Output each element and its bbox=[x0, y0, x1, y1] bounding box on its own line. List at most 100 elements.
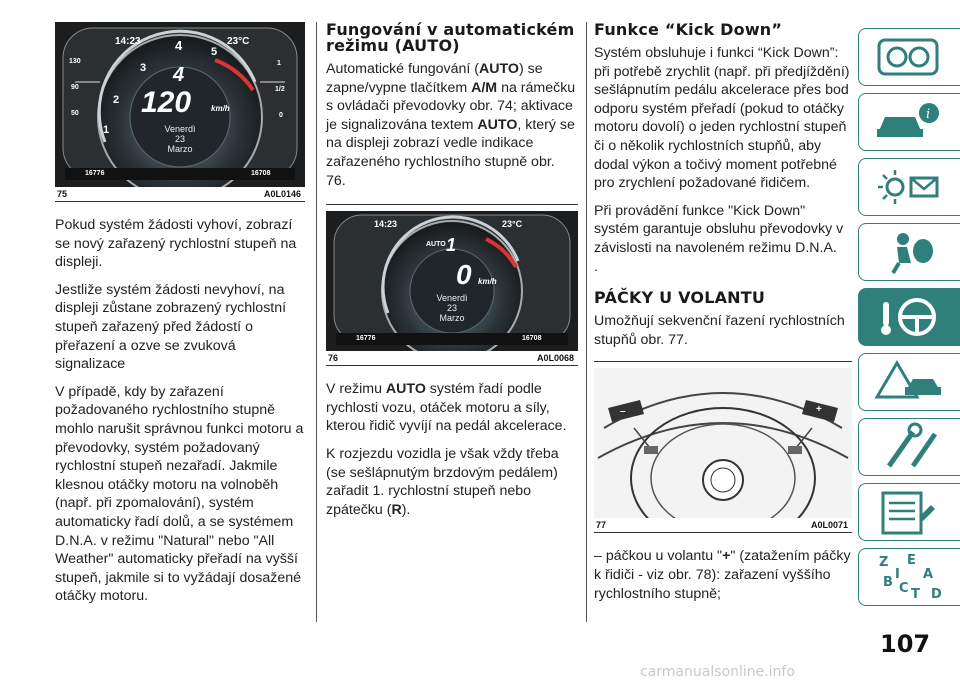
column-1-text: Pokud systém žádosti vyhoví, zobrazí se … bbox=[55, 216, 305, 606]
gear-indicator: 1 bbox=[446, 235, 457, 256]
paragraph: V případě, kdy by zařazení požadovaného … bbox=[55, 383, 304, 605]
svg-text:i: i bbox=[926, 107, 930, 122]
tab-dashboard[interactable] bbox=[858, 28, 960, 86]
index-letter: E bbox=[907, 553, 916, 568]
text: Automatické fungování ( bbox=[326, 61, 479, 77]
fuel-mark-0: 0 bbox=[279, 112, 283, 119]
minus-paddle-label: – bbox=[620, 406, 626, 418]
speed-unit: km/h bbox=[211, 104, 230, 113]
figure-number: 77 bbox=[596, 520, 607, 531]
odometer-right: 16708 bbox=[522, 335, 542, 343]
text-bold: AUTO bbox=[477, 116, 518, 133]
tach-mark-5: 5 bbox=[211, 46, 218, 58]
tab-emergency[interactable] bbox=[858, 353, 960, 411]
car-info-icon: i bbox=[877, 103, 939, 137]
steering-wheel-paddles-illustration bbox=[594, 368, 852, 519]
gauge-mark-50: 50 bbox=[71, 110, 79, 117]
gauge-mark-130: 130 bbox=[69, 58, 81, 65]
tach-mark-3: 3 bbox=[140, 62, 147, 74]
paragraph-kickdown-dna: Při provádění funkce "Kick Down" systém … bbox=[594, 202, 844, 256]
section-heading-paddles: PÁČKY U VOLANTU bbox=[594, 288, 766, 308]
speed-readout: 120 bbox=[141, 86, 192, 119]
clock-readout: 14:23 bbox=[115, 36, 141, 47]
tools-icon bbox=[886, 422, 938, 468]
tach-mark-4: 4 bbox=[175, 38, 183, 53]
dashboard-icon bbox=[877, 38, 939, 76]
watermark: carmanualsonline.info bbox=[640, 664, 795, 680]
speed-readout: 0 bbox=[456, 259, 472, 291]
instrument-cluster-auto-illustration bbox=[326, 211, 578, 352]
text-bold: + bbox=[722, 548, 731, 565]
figure-76-image: 14:23 23°C AUTO 1 0 km/h Venerdì 23 Marz… bbox=[326, 211, 578, 352]
text: " (zatažením páčky k řidiči - viz obr. 7… bbox=[594, 548, 851, 602]
figure-77-caption: 77 A0L0071 bbox=[594, 518, 852, 534]
figure-77-image: – + bbox=[594, 368, 852, 519]
tab-index[interactable]: Z E A B C T D I bbox=[858, 548, 960, 606]
date-month: Marzo bbox=[167, 144, 193, 154]
chapter-tabs: i bbox=[858, 28, 960, 613]
tab-warning-lights[interactable] bbox=[858, 158, 960, 216]
text: ). bbox=[401, 501, 411, 518]
tab-steering[interactable] bbox=[858, 288, 960, 346]
date-number: 23 bbox=[174, 134, 185, 144]
index-letter: T bbox=[911, 587, 920, 602]
tach-mark-1: 1 bbox=[103, 124, 110, 136]
instrument-cluster-illustration bbox=[55, 22, 305, 187]
date-day: Venerdì bbox=[436, 293, 468, 304]
paragraph: Pokud systém žádosti vyhoví, zobrazí se … bbox=[55, 217, 297, 271]
tab-airbag[interactable] bbox=[858, 223, 960, 281]
figure-77: – + 77 A0L0071 bbox=[594, 361, 852, 534]
odometer-left: 16776 bbox=[356, 335, 376, 343]
column-3: Funkce “Kick Down” Systém obsluhuje i fu… bbox=[594, 0, 852, 612]
text: systém řadí podle rychlosti vozu, otáček… bbox=[326, 381, 567, 435]
gauge-mark-90: 90 bbox=[71, 84, 79, 91]
figure-number: 75 bbox=[57, 189, 68, 199]
clock-readout: 14:23 bbox=[374, 219, 398, 230]
date-number: 23 bbox=[446, 303, 457, 314]
index-letter: D bbox=[931, 587, 942, 602]
odometer-right: 16708 bbox=[251, 170, 271, 177]
car-warning-icon bbox=[874, 360, 941, 399]
date-day: Venerdì bbox=[164, 124, 196, 134]
alphabet-index-icon: Z E A B C T D I bbox=[879, 553, 942, 602]
warning-light-icon bbox=[878, 170, 939, 204]
section-heading-auto: Fungování v automatickém režimu (AUTO) bbox=[326, 20, 575, 55]
tab-maintenance[interactable] bbox=[858, 418, 960, 476]
steering-wheel-icon bbox=[881, 298, 936, 336]
paragraph: Jestliže systém žádosti nevyhoví, na dis… bbox=[55, 281, 287, 373]
fuel-mark-1: 1 bbox=[277, 60, 281, 67]
figure-75-image: 14:23 23°C 4 3 2 1 5 130 90 50 1 1/2 0 4… bbox=[55, 22, 305, 187]
figure-code: A0L0146 bbox=[263, 189, 301, 199]
figure-75-caption: 75 A0L0146 bbox=[55, 187, 305, 202]
temperature-readout: 23°C bbox=[227, 36, 250, 47]
column-divider bbox=[586, 22, 587, 622]
text: K rozjezdu vozidla je však vždy třeba (s… bbox=[326, 445, 559, 518]
paragraph-auto-intro: Automatické fungování (AUTO) se zapne/vy… bbox=[326, 60, 578, 190]
tab-technical-data[interactable] bbox=[858, 483, 960, 541]
auto-label: AUTO bbox=[426, 241, 446, 249]
index-letter: B bbox=[883, 575, 893, 590]
figure-75: 14:23 23°C 4 3 2 1 5 130 90 50 1 1/2 0 4… bbox=[55, 22, 305, 202]
paragraph-plus-paddle: – páčkou u volantu "+" (zatažením páčky … bbox=[594, 547, 852, 603]
date-display: Venerdì 23 Marzo bbox=[422, 293, 482, 323]
index-letter: A bbox=[923, 567, 933, 582]
text: – páčkou u volantu " bbox=[594, 548, 723, 565]
tab-car-info[interactable]: i bbox=[858, 93, 960, 151]
text-bold: A/M bbox=[471, 79, 498, 96]
page-number: 107 bbox=[880, 630, 931, 658]
figure-76-caption: 76 A0L0068 bbox=[326, 351, 578, 367]
text: V režimu bbox=[326, 381, 386, 398]
checklist-icon bbox=[881, 491, 935, 535]
column-2: Fungování v automatickém režimu (AUTO) A… bbox=[326, 0, 578, 528]
figure-code: A0L0071 bbox=[810, 520, 848, 531]
plus-paddle-label: + bbox=[816, 404, 822, 416]
temperature-readout: 23°C bbox=[502, 219, 523, 230]
gear-indicator: 4 bbox=[173, 64, 185, 86]
text: , který se na displeji zobrazí vedle ind… bbox=[326, 116, 575, 189]
figure-code: A0L0068 bbox=[536, 353, 574, 364]
text-bold: R bbox=[391, 501, 402, 518]
paragraph-kickdown: Systém obsluhuje i funkci “Kick Down”: p… bbox=[594, 45, 850, 192]
date-month: Marzo bbox=[439, 313, 465, 324]
airbag-person-icon bbox=[891, 233, 933, 275]
figure-number: 76 bbox=[328, 353, 339, 364]
